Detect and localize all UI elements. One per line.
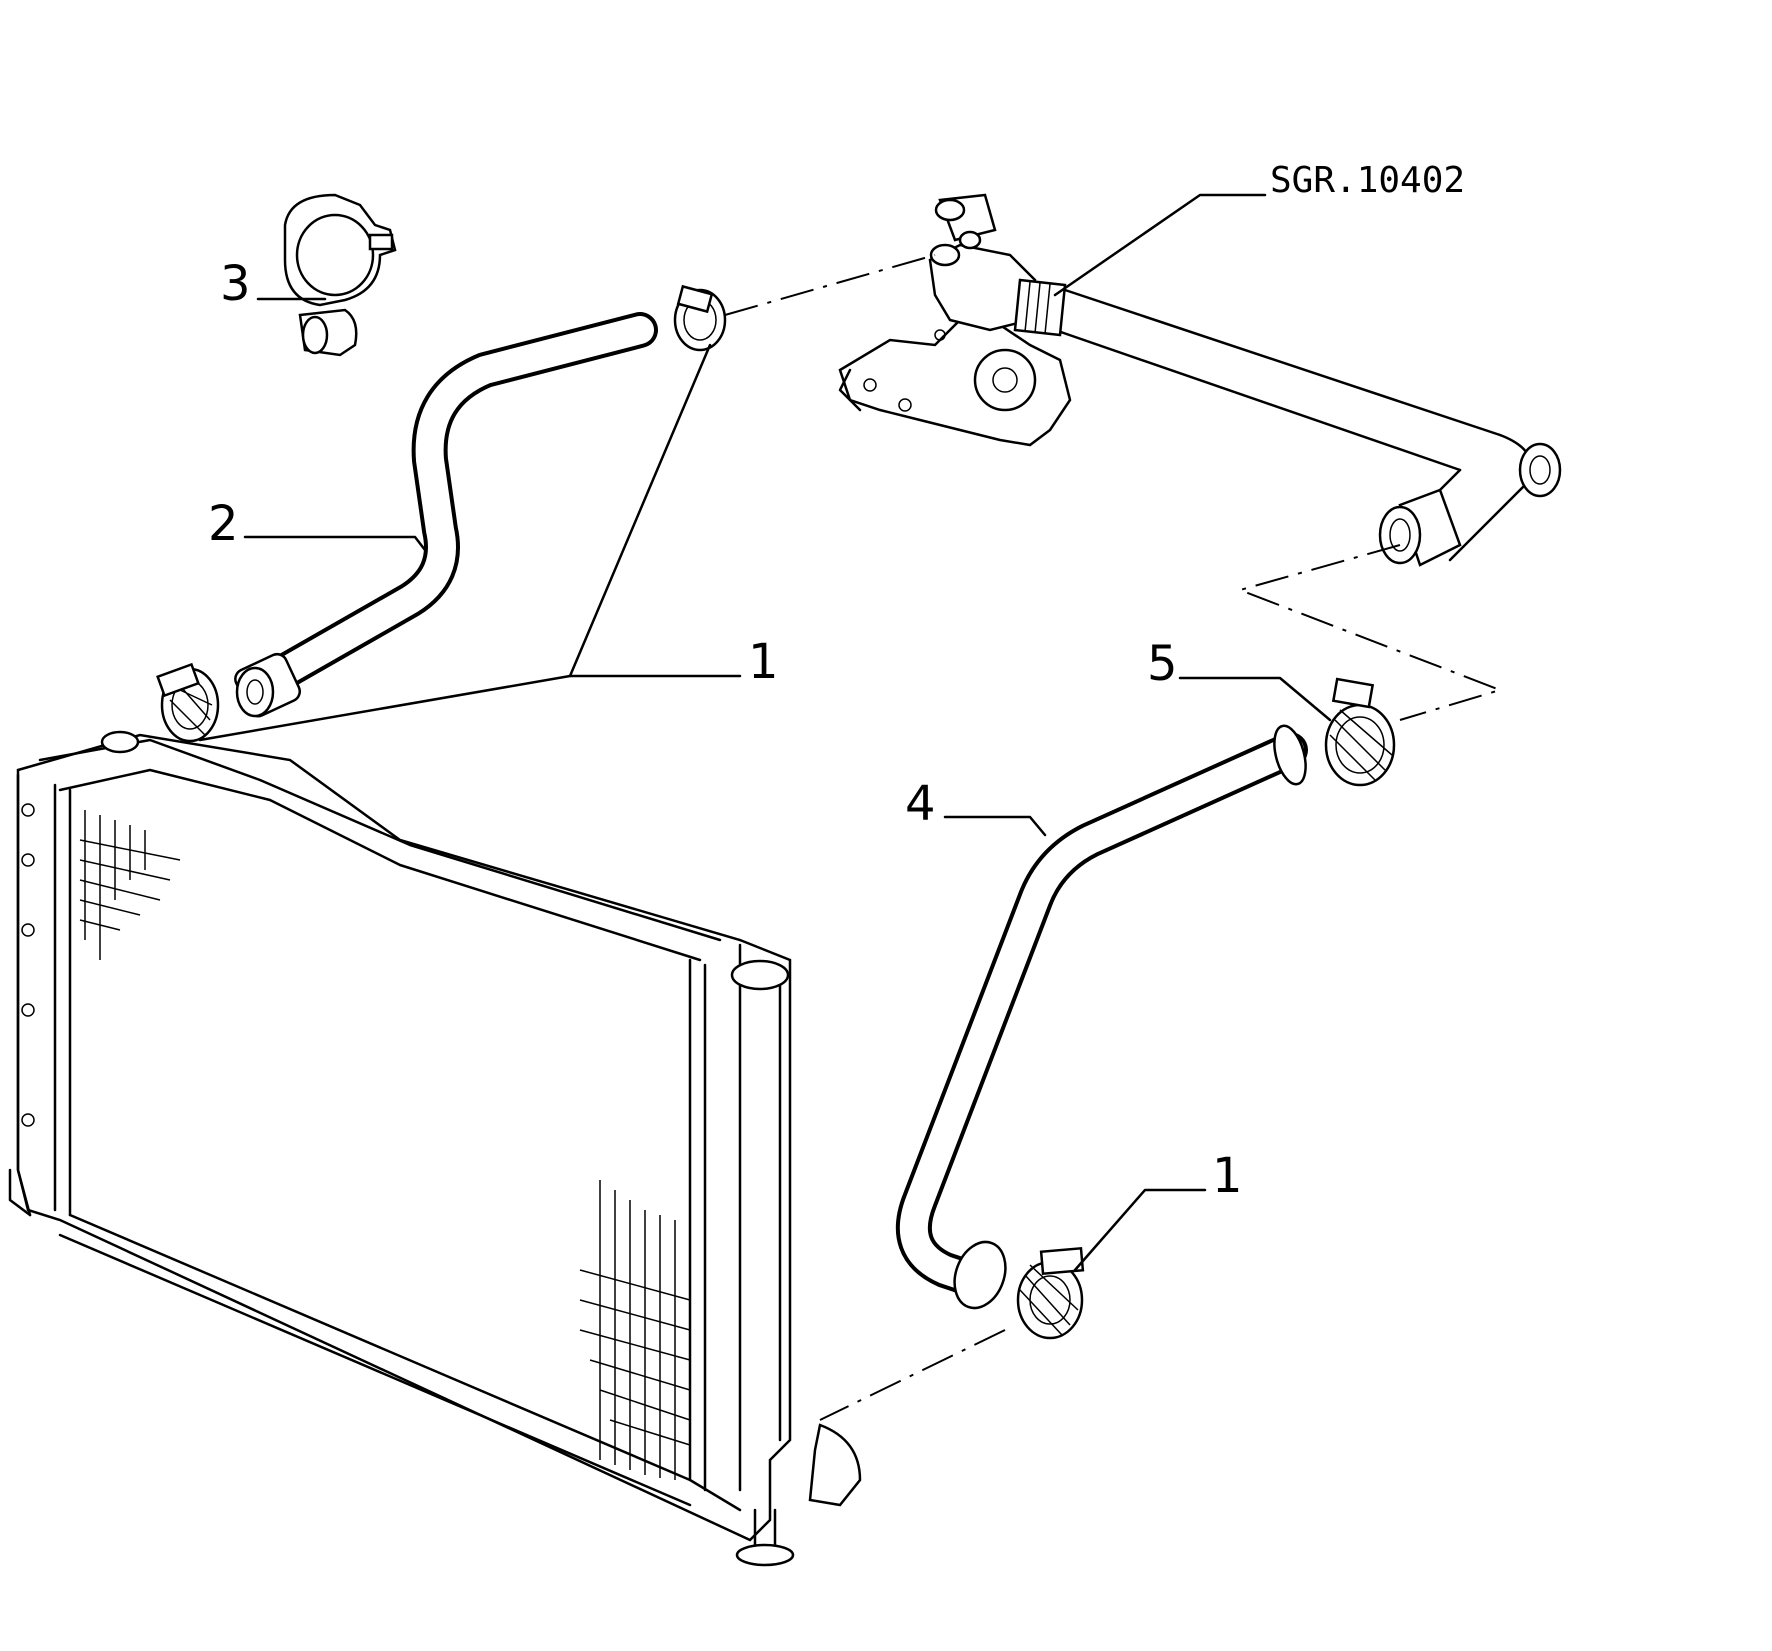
clamp-lower: [1016, 1246, 1085, 1340]
callout-2: 2: [208, 496, 239, 552]
metal-coolant-pipe: [1013, 278, 1562, 567]
clamp-upper-left: [156, 662, 220, 743]
clamp-part-3: [283, 193, 397, 357]
lower-hose: [895, 724, 1308, 1310]
callout-3: 3: [220, 256, 251, 312]
water-pump-housing: [838, 193, 1072, 447]
reference-code: SGR.10402: [1270, 160, 1465, 201]
callout-leaders: [198, 193, 1332, 1272]
clamp-part-5: [1324, 677, 1396, 787]
clamp-upper-right: [673, 284, 727, 352]
assembly-lines: [724, 254, 1504, 1421]
callout-1-lower: 1: [1212, 1148, 1243, 1204]
radiator: [8, 730, 862, 1567]
callout-1-upper: 1: [748, 634, 779, 690]
callout-5: 5: [1147, 636, 1178, 692]
callout-4: 4: [905, 776, 936, 832]
upper-hose: [234, 312, 658, 718]
